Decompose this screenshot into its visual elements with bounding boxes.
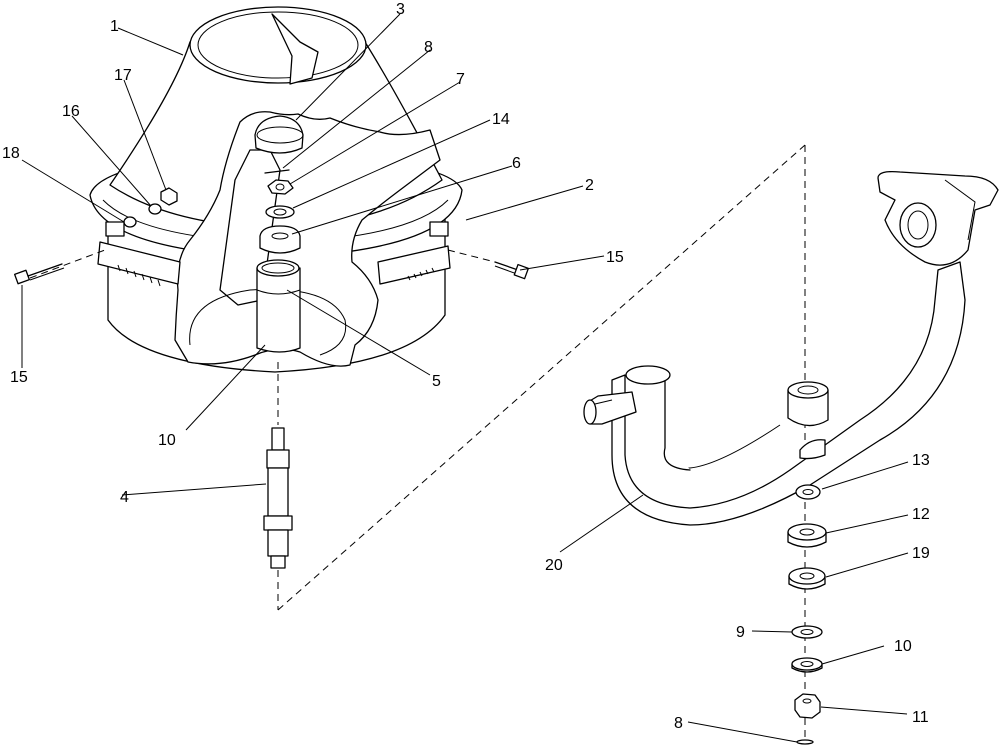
screw-15-right	[494, 261, 529, 280]
callout-15-right: 15	[606, 249, 624, 266]
bracket-right	[429, 221, 449, 237]
callout-labels: 1 2 3 4 5 6 7 8 8 9 10 10 11 12 13 14 15…	[2, 1, 930, 732]
callout-4: 4	[120, 489, 129, 506]
hopper-top-opening	[189, 6, 367, 84]
callout-6: 6	[512, 155, 521, 172]
nut-11	[794, 693, 821, 719]
washer-10	[791, 657, 823, 673]
callout-10-left: 10	[158, 432, 176, 449]
pipe-body	[611, 261, 966, 526]
callout-20: 20	[545, 557, 563, 574]
callout-7: 7	[456, 71, 465, 88]
shaft-4	[263, 427, 293, 569]
cotter-pin-8	[796, 739, 814, 745]
callout-1: 1	[110, 18, 119, 35]
spacer-19	[788, 567, 826, 590]
spacer-12	[787, 523, 827, 548]
callout-5: 5	[432, 373, 441, 390]
callout-8-top: 8	[424, 39, 433, 56]
cap-3	[254, 115, 304, 154]
callout-10-right: 10	[894, 638, 912, 655]
callout-8-bottom: 8	[674, 715, 683, 732]
hardware-stack	[787, 484, 827, 745]
washer-13	[795, 484, 821, 500]
callout-13: 13	[912, 452, 930, 469]
leader-lines	[21, 13, 909, 743]
middle-boss	[787, 389, 829, 427]
callout-2: 2	[585, 177, 594, 194]
nut-7	[267, 179, 294, 195]
mount-block-left	[97, 241, 181, 285]
washer-16	[148, 203, 162, 215]
callout-14: 14	[492, 111, 510, 128]
nut-17	[160, 187, 178, 206]
pipe-end-cap	[625, 365, 671, 385]
pipe-arm-20	[583, 170, 999, 526]
callout-11: 11	[912, 709, 929, 726]
arm-bracket	[877, 170, 999, 266]
callout-19: 19	[912, 545, 930, 562]
callout-12: 12	[912, 506, 930, 523]
stack-parts	[254, 115, 304, 353]
mount-block-right	[377, 245, 451, 285]
washer-14	[265, 205, 295, 219]
pin-8	[264, 169, 290, 174]
bracket-left	[105, 221, 125, 237]
sleeve-10	[256, 267, 301, 353]
screw-15-left	[14, 263, 65, 285]
callout-18: 18	[2, 145, 20, 162]
washer-9	[791, 625, 823, 639]
agitator-blade	[271, 13, 319, 85]
hopper-assembly	[14, 6, 529, 569]
callout-17: 17	[114, 67, 132, 84]
callout-16: 16	[62, 103, 80, 120]
callout-9: 9	[736, 624, 745, 641]
callout-3: 3	[396, 1, 405, 18]
callout-15-left: 15	[10, 369, 28, 386]
washer-18	[123, 216, 137, 228]
